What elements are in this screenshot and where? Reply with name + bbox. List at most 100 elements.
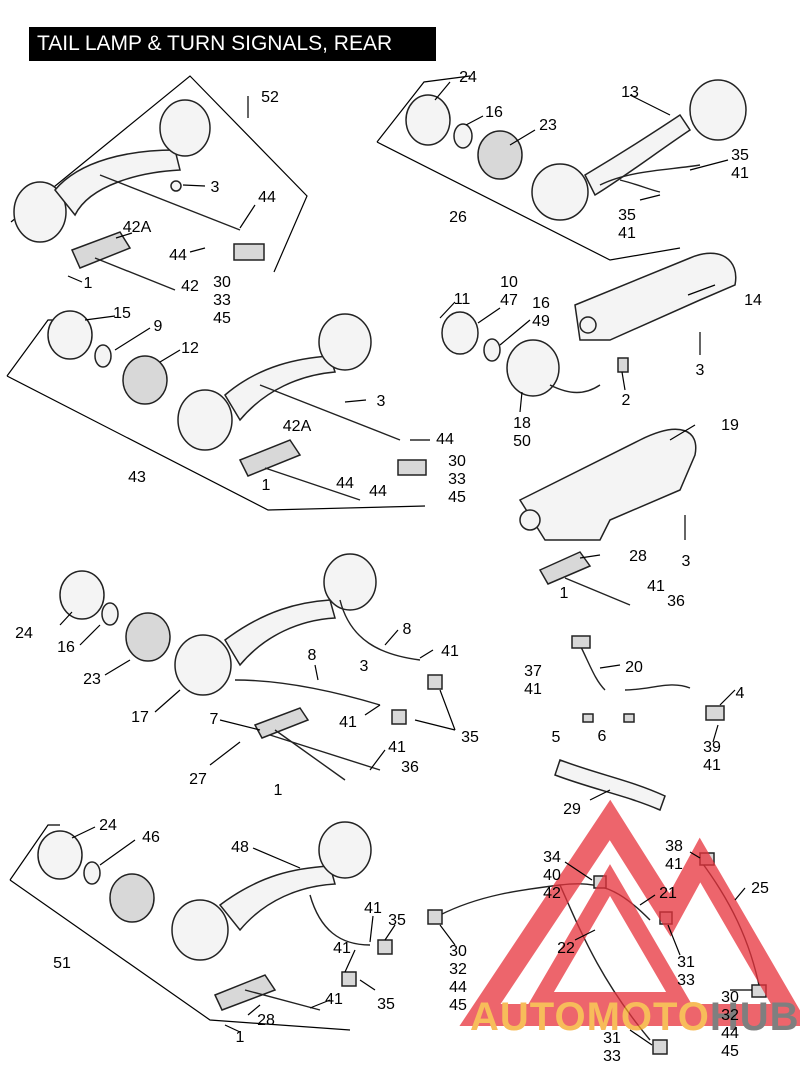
callout-c1a: 1 (84, 275, 93, 292)
callout-c11: 11 (454, 291, 471, 308)
callout-c32a: 32 (449, 961, 467, 978)
callout-c44d: 44 (336, 475, 354, 492)
callout-c43: 43 (128, 469, 146, 486)
callout-c25: 25 (751, 880, 769, 897)
watermark-text-primary: AUTOMOTO (470, 995, 710, 1039)
callout-c28a: 28 (629, 548, 647, 565)
callout-c20: 20 (625, 659, 643, 676)
callout-c45a: 45 (213, 310, 231, 327)
callout-c42Ab: 42A (283, 418, 312, 435)
harness-20-assembly (554, 635, 725, 812)
callout-c3d: 3 (682, 553, 691, 570)
callout-c51: 51 (53, 955, 71, 972)
callout-c1d: 1 (274, 782, 283, 799)
callout-c41a: 41 (731, 165, 749, 182)
callout-c44e: 44 (369, 483, 387, 500)
callout-c5: 5 (552, 729, 561, 746)
callout-c13: 13 (621, 84, 639, 101)
callout-c35e: 35 (377, 996, 395, 1013)
callout-c41j: 41 (333, 940, 351, 957)
callout-c2: 2 (622, 392, 631, 409)
bracket-14-assembly (441, 252, 737, 397)
callout-c1c: 1 (560, 585, 569, 602)
callout-c8a: 8 (403, 621, 412, 638)
callout-c42: 42 (181, 278, 199, 295)
callout-c1e: 1 (236, 1029, 245, 1046)
callout-c33d: 33 (603, 1048, 621, 1065)
callout-c44g: 44 (721, 1025, 739, 1042)
callout-c41e: 41 (339, 714, 357, 731)
callout-c6: 6 (598, 728, 607, 745)
group-43-assembly (6, 310, 427, 511)
callout-c41b: 41 (618, 225, 636, 242)
group-26-assembly (376, 75, 747, 261)
callout-c3a: 3 (211, 179, 220, 196)
callout-c44c: 44 (436, 431, 454, 448)
callout-c44b: 44 (169, 247, 187, 264)
callout-c7: 7 (210, 711, 219, 728)
callout-c45d: 45 (721, 1043, 739, 1060)
callout-c19: 19 (721, 417, 739, 434)
svg-text:AUTOMOTOHUB: AUTOMOTOHUB (470, 995, 800, 1039)
callout-c24c: 24 (99, 817, 117, 834)
callout-c32b: 32 (721, 1007, 739, 1024)
callout-c9: 9 (154, 318, 163, 335)
callout-c35c: 35 (461, 729, 479, 746)
callout-c44f: 44 (449, 979, 467, 996)
callout-c29: 29 (563, 801, 581, 818)
callout-c3c: 3 (377, 393, 386, 410)
callout-c41i: 41 (364, 900, 382, 917)
group-17-assembly (59, 553, 443, 781)
bracket-19-assembly (518, 428, 697, 606)
callout-c16a: 16 (485, 104, 503, 121)
callout-c49: 49 (532, 313, 550, 330)
callout-c22: 22 (557, 940, 575, 957)
callout-c41d: 41 (441, 643, 459, 660)
group-51-assembly (9, 821, 393, 1031)
callout-c42b: 42 (543, 885, 561, 902)
callout-c52: 52 (261, 89, 279, 106)
callout-c12: 12 (181, 340, 199, 357)
callout-c41h: 41 (703, 757, 721, 774)
callout-c17: 17 (131, 709, 149, 726)
callout-c36b: 36 (401, 759, 419, 776)
callout-c33a: 33 (213, 292, 231, 309)
callout-c30d: 30 (721, 989, 739, 1006)
callout-c23b: 23 (83, 671, 101, 688)
callout-c47: 47 (500, 292, 518, 309)
callout-c3b: 3 (696, 362, 705, 379)
callout-c45b: 45 (448, 489, 466, 506)
callout-c39: 39 (703, 739, 721, 756)
callout-c26: 26 (449, 209, 467, 226)
callout-c16b: 16 (532, 295, 550, 312)
callout-c30c: 30 (449, 943, 467, 960)
callout-c36a: 36 (667, 593, 685, 610)
callout-c31a: 31 (677, 954, 695, 971)
callout-c28b: 28 (257, 1012, 275, 1029)
callout-c35a: 35 (731, 147, 749, 164)
callout-c30a: 30 (213, 274, 231, 291)
callout-c38: 38 (665, 838, 683, 855)
callout-c23a: 23 (539, 117, 557, 134)
callout-c30b: 30 (448, 453, 466, 470)
callout-c45c: 45 (449, 997, 467, 1014)
callout-c41k: 41 (325, 991, 343, 1008)
watermark-logo: AUTOMOTOHUB (459, 799, 800, 1039)
callout-c10: 10 (500, 274, 518, 291)
callout-c41f: 41 (388, 739, 406, 756)
callout-c33c: 33 (677, 972, 695, 989)
callout-c15: 15 (113, 305, 131, 322)
watermark-text-secondary: HUB (710, 995, 800, 1039)
callout-c44a: 44 (258, 189, 276, 206)
callout-c34: 34 (543, 849, 561, 866)
callout-c35b: 35 (618, 207, 636, 224)
callout-c24a: 24 (459, 69, 477, 86)
callout-c8b: 8 (308, 647, 317, 664)
callout-c42Aa: 42A (123, 219, 152, 236)
page-title: TAIL LAMP & TURN SIGNALS, REAR (29, 27, 436, 61)
callout-c48: 48 (231, 839, 249, 856)
callout-c18: 18 (513, 415, 531, 432)
callout-c21: 21 (659, 885, 677, 902)
